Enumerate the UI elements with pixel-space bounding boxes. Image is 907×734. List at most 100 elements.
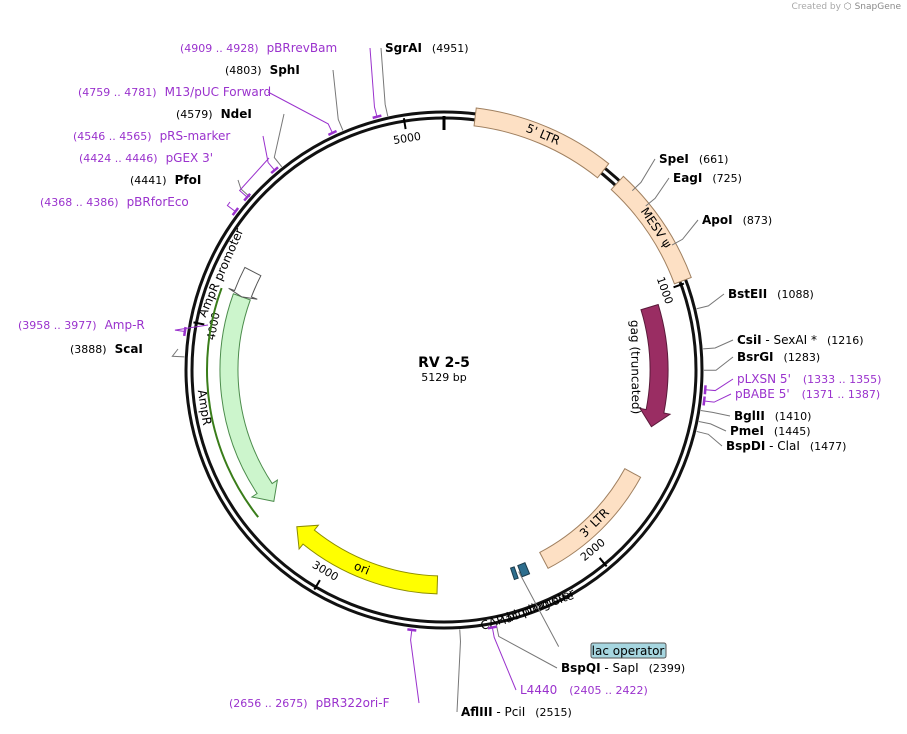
brand-name: SnapGene	[854, 2, 901, 12]
site-label-apoi: ApoI (873)	[702, 213, 772, 227]
site-pos-csii: (1216)	[827, 334, 864, 347]
site-name-pfoi: PfoI	[175, 173, 202, 187]
site-label-pmei: PmeI(1445)	[730, 424, 810, 438]
site-name-bspdi: BspDI	[726, 439, 765, 453]
site-label-csii: CsiI - SexAI * (1216)	[737, 333, 864, 347]
primer-pos-pbabe-5: (1371 .. 1387)	[802, 388, 881, 401]
site-name-bspqi: BspQI	[561, 661, 601, 675]
site-name-sphi: SphI	[270, 63, 300, 77]
site-connector-eagi	[645, 177, 670, 207]
primer-pos-m13-puc-forward: (4759 .. 4781)	[78, 86, 157, 99]
primer-name-pbrforeco: pBRforEco	[127, 195, 189, 209]
backbone	[184, 110, 704, 630]
site-pos-spei: (661)	[699, 153, 729, 166]
site-extra-csii: - SexAI *	[762, 333, 817, 347]
site-label-afliii: AflIII - PciI (2515)	[461, 705, 572, 719]
primer-connector-pbabe-5-mark	[702, 396, 706, 406]
site-extra-afliii: - PciI	[493, 705, 526, 719]
primer-connector-plxsn-5	[705, 378, 734, 392]
site-label-bspdi: BspDI - ClaI (1477)	[726, 439, 846, 453]
plasmid-length: 5129 bp	[421, 371, 466, 384]
feature-ori	[296, 524, 439, 595]
primer-connector-plxsn-5-mark	[703, 385, 707, 395]
lac-operator-box	[590, 642, 667, 659]
primer-connector-prs-marker	[262, 135, 275, 171]
primer-pos-plxsn-5: (1333 .. 1355)	[803, 373, 882, 386]
primer-pos-prs-marker: (4546 .. 4565)	[73, 130, 152, 143]
primer-name-prs-marker: pRS-marker	[160, 129, 231, 143]
site-label-bspqi: BspQI - SapI(2399)	[561, 661, 685, 675]
site-connector-bspdi	[696, 430, 723, 447]
site-name-scai: ScaI	[115, 342, 143, 356]
primer-pos-pbrrevbam: (4909 .. 4928)	[180, 42, 259, 55]
site-name-eagi: EagI	[673, 171, 702, 185]
site-name-afliii: AflIII	[461, 705, 493, 719]
feature-ampr	[219, 293, 279, 502]
feature-label-gag-truncated: gag (truncated)	[628, 320, 643, 414]
tick-label-1000: 1000	[654, 275, 676, 306]
site-label-bsrgi: BsrGI(1283)	[737, 350, 820, 364]
site-name-csii: CsiI	[737, 333, 762, 347]
feature-gag-truncated	[638, 303, 672, 428]
feature-ampr-promoter	[228, 266, 262, 300]
primer-connector-pbr322ori-f	[410, 629, 420, 704]
feature-cap-binding-site	[509, 566, 519, 581]
primer-label-pbrrevbam: (4909 .. 4928)pBRrevBam	[180, 41, 337, 55]
site-pos-apoi: (873)	[743, 214, 773, 227]
primer-connector-amp-r-mark	[182, 326, 187, 337]
feature-lac-promoter	[517, 562, 531, 578]
plasmid-name: RV 2-5	[418, 355, 470, 371]
site-pos-afliii: (2515)	[535, 706, 572, 719]
snapgene-logo-icon: ⬡	[843, 2, 852, 12]
site-connector-bsrgi	[703, 356, 734, 371]
lac-operator-label: lac operator	[592, 644, 665, 658]
primer-connector-l4440-mark	[487, 625, 497, 630]
site-pos-eagi: (725)	[712, 172, 742, 185]
primer-pos-l4440: (2405 .. 2422)	[569, 684, 648, 697]
primer-pos-pgex-3: (4424 .. 4446)	[79, 152, 158, 165]
tick-2000	[598, 557, 608, 568]
primer-name-amp-r: Amp-R	[105, 318, 145, 332]
feature-label-ori: ori	[352, 559, 372, 578]
site-connector-bglii	[700, 410, 731, 417]
primer-label-pbr322ori-f: (2656 .. 2675) pBR322ori-F	[229, 696, 390, 710]
primer-pos-pbr322ori-f: (2656 .. 2675)	[229, 697, 308, 710]
site-pos-pmei: (1445)	[774, 425, 811, 438]
backbone-outer-ring	[184, 110, 704, 630]
site-connector-afliii	[456, 629, 461, 713]
primer-connector-pbrrevbam	[369, 47, 378, 117]
primer-name-pbabe-5: pBABE 5'	[735, 387, 790, 401]
brand-prefix: Created by	[791, 2, 841, 12]
site-extra-bspdi: - ClaI	[765, 439, 800, 453]
site-label-sgrai: SgrAI(4951)	[385, 41, 468, 55]
site-label-spei: SpeI (661)	[659, 152, 728, 166]
primer-label-plxsn-5: pLXSN 5'(1333 .. 1355)	[737, 372, 881, 386]
site-name-bglii: BglII	[734, 409, 765, 423]
site-labels: SgrAI(4951)(4803)SphI(4579)NdeI(4441)Pfo…	[18, 41, 881, 719]
primer-name-pbr322ori-f: pBR322ori-F	[316, 696, 390, 710]
site-pos-sgrai: (4951)	[432, 42, 469, 55]
site-pos-bspdi: (1477)	[810, 440, 847, 453]
site-connector-csii	[703, 339, 734, 350]
primer-label-pbabe-5: pBABE 5' (1371 .. 1387)	[735, 387, 880, 401]
site-name-apoi: ApoI	[702, 213, 733, 227]
primer-connector-pgex-3-mark	[243, 192, 252, 202]
tick-4000	[193, 321, 205, 326]
primer-pos-amp-r: (3958 .. 3977)	[18, 319, 97, 332]
primer-label-prs-marker: (4546 .. 4565) pRS-marker	[73, 129, 230, 143]
site-label-bglii: BglII(1410)	[734, 409, 811, 423]
site-name-bsteii: BstEII	[728, 287, 767, 301]
site-connector-bspqi	[495, 624, 558, 669]
site-name-spei: SpeI	[659, 152, 689, 166]
site-label-scai: (3888)ScaI	[70, 342, 143, 356]
primer-pos-pbrforeco: (4368 .. 4386)	[40, 196, 119, 209]
site-label-bsteii: BstEII (1088)	[728, 287, 814, 301]
primer-label-m13-puc-forward: (4759 .. 4781)M13/pUC Forward	[78, 85, 271, 99]
site-label-sphi: (4803)SphI	[225, 63, 300, 77]
site-connector-pmei	[698, 421, 727, 432]
site-pos-bspqi: (2399)	[649, 662, 686, 675]
primer-name-pgex-3: pGEX 3'	[166, 151, 213, 165]
site-pos-bsteii: (1088)	[777, 288, 814, 301]
primer-connector-pbrforeco	[226, 201, 236, 212]
